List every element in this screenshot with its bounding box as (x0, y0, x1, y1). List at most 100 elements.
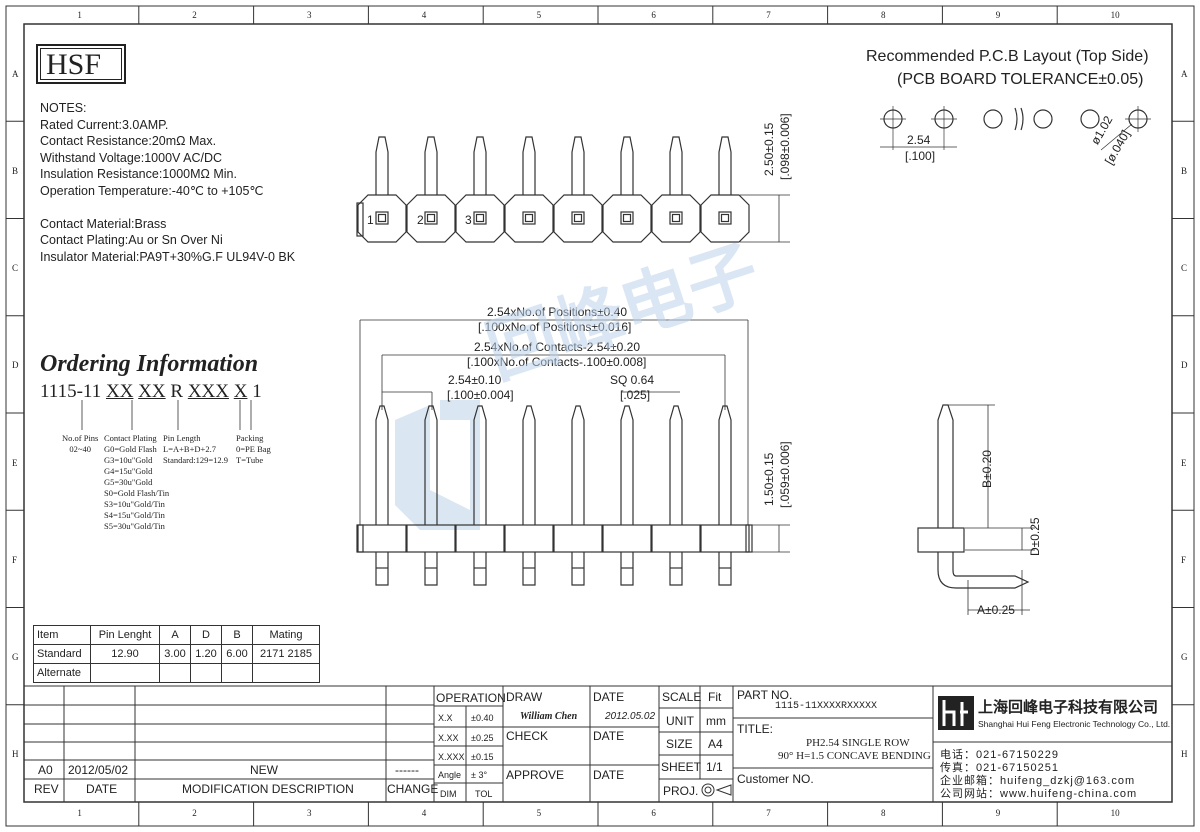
front-pin (406, 405, 456, 586)
size-label: SIZE (666, 737, 693, 751)
top-pin (700, 136, 750, 243)
b-dim: B±0.20 (980, 450, 994, 488)
tol-type: X.XX (438, 733, 459, 743)
item-table-cell: 6.00 (221, 644, 253, 664)
a-dim: A±0.25 (977, 603, 1015, 617)
code-plating: XX (138, 381, 166, 402)
tol-value: ± 3° (471, 770, 488, 780)
pcb-layout-title: Recommended P.C.B Layout (Top Side) (866, 48, 1149, 65)
ordering-option: G4=15u"Gold (104, 466, 153, 476)
sheet-value: 1/1 (706, 760, 723, 774)
top-height-dim: 2.50±0.15 (762, 122, 776, 176)
front-pin (357, 405, 407, 586)
zone-col-1: 1 (77, 808, 82, 818)
company-email: 企业邮箱：huifeng_dzkj@163.com (940, 775, 1136, 787)
company-tel: 电话：021-67150229 (940, 749, 1059, 761)
zone-row-G: G (12, 652, 19, 663)
ordering-option: T=Tube (236, 455, 264, 465)
zone-col-9: 9 (995, 10, 1001, 20)
unit-label: UNIT (666, 714, 694, 728)
projection-symbol-icon (701, 783, 732, 797)
zone-row-C: C (1181, 263, 1188, 274)
zone-row-D: D (12, 360, 19, 371)
company-logo-icon (938, 696, 974, 730)
notes-block: NOTES: Rated Current:3.0AMP. Contact Resi… (40, 100, 295, 265)
item-table-cell: 1.20 (190, 644, 222, 664)
code-prefix: 1115-11 (40, 381, 102, 402)
top-pin (406, 136, 456, 243)
ordering-option: S3=10u"Gold/Tin (104, 499, 165, 509)
ordering-option: G5=30u"Gold (104, 477, 153, 487)
zone-row-B: B (12, 165, 19, 176)
scale-label: SCALE (662, 690, 702, 704)
ordering-leaders (81, 400, 252, 430)
draw-date: 2012.05.02 (605, 711, 656, 722)
item-table-cell: Standard (33, 644, 91, 664)
tol-type: X.XXX (438, 752, 465, 762)
ordering-option: S0=Gold Flash/Tin (104, 488, 170, 498)
unit-value: mm (706, 714, 726, 728)
pitch-dim: 2.54±0.10 (448, 373, 502, 387)
title-block-frame (23, 685, 1173, 803)
ordering-option: No.of Pins (62, 433, 99, 443)
zone-row-H: H (1181, 749, 1188, 760)
zone-col-5: 5 (536, 10, 542, 20)
body-height-in: [.059±0.006] (778, 441, 792, 508)
pin-number-3: 3 (465, 213, 472, 227)
proj-label: PROJ. (663, 784, 699, 798)
pcb-pitch-in: [.100] (905, 149, 936, 163)
ordering-code: 1115-11 XX XX R XXX X 1 (40, 382, 262, 402)
note-line: Rated Current:3.0AMP. (40, 117, 169, 132)
draw-date-label: DATE (593, 690, 625, 704)
ordering-option: Packing (236, 433, 264, 443)
top-pin (504, 136, 554, 243)
note-line: Withstand Voltage:1000V AC/DC (40, 150, 223, 165)
tol-label: TOL (475, 789, 493, 799)
front-pin (553, 405, 603, 586)
part-no: 1115-11XXXXRXXXXX (775, 701, 878, 712)
note-line: Insulation Resistance:1000MΩ Min. (40, 167, 237, 181)
title-line-1: PH2.54 SINGLE ROW (806, 737, 910, 749)
rev-header: REV (34, 782, 59, 796)
zone-col-2: 2 (192, 10, 197, 20)
item-table-header: B (221, 625, 253, 645)
front-pin (602, 405, 652, 586)
code-pins: XX (105, 381, 134, 402)
zone-col-3: 3 (307, 10, 312, 20)
body-height-dim: 1.50±0.15 (762, 452, 776, 506)
zone-row-C: C (12, 263, 19, 274)
modification-header: MODIFICATION DESCRIPTION (182, 782, 354, 796)
zone-col-10: 10 (1110, 808, 1120, 818)
item-table-cell (90, 663, 160, 683)
zone-row-D: D (1181, 360, 1188, 371)
side-view (917, 404, 1030, 589)
dim-label: DIM (440, 789, 457, 799)
ordering-option: Standard:129=12.9 (163, 455, 228, 465)
note-line: Contact Resistance:20mΩ Max. (40, 134, 217, 148)
note-line (40, 199, 295, 216)
date-header: DATE (86, 782, 118, 796)
contacts-length-in: [.100xNo.of Contacts-.100±0.008] (467, 355, 647, 369)
code-packing: X (233, 381, 248, 402)
front-pin (651, 405, 701, 586)
zone-col-8: 8 (881, 808, 886, 818)
zone-row-G: G (1181, 652, 1188, 663)
notes-title: NOTES: (40, 101, 87, 115)
zone-col-1: 1 (77, 10, 82, 20)
draw-label: DRAW (506, 690, 543, 704)
pitch-in: [.100±0.004] (447, 388, 514, 402)
hsf-logo (36, 44, 126, 84)
zone-row-E: E (1181, 457, 1187, 468)
item-table-header: D (190, 625, 222, 645)
size-value: A4 (708, 737, 723, 751)
zone-col-3: 3 (307, 808, 312, 818)
top-pin (455, 136, 505, 243)
title-line-2: 90° H=1.5 CONCAVE BENDING (778, 750, 931, 762)
ordering-option: Contact Plating (104, 433, 157, 443)
title-label: TITLE: (737, 722, 774, 736)
front-pin (455, 405, 505, 586)
code-length: XXX (187, 381, 229, 402)
note-line: Operation Temperature:-40℃ to +105℃ (40, 183, 264, 198)
ordering-option: S5=30u"Gold/Tin (104, 521, 165, 531)
